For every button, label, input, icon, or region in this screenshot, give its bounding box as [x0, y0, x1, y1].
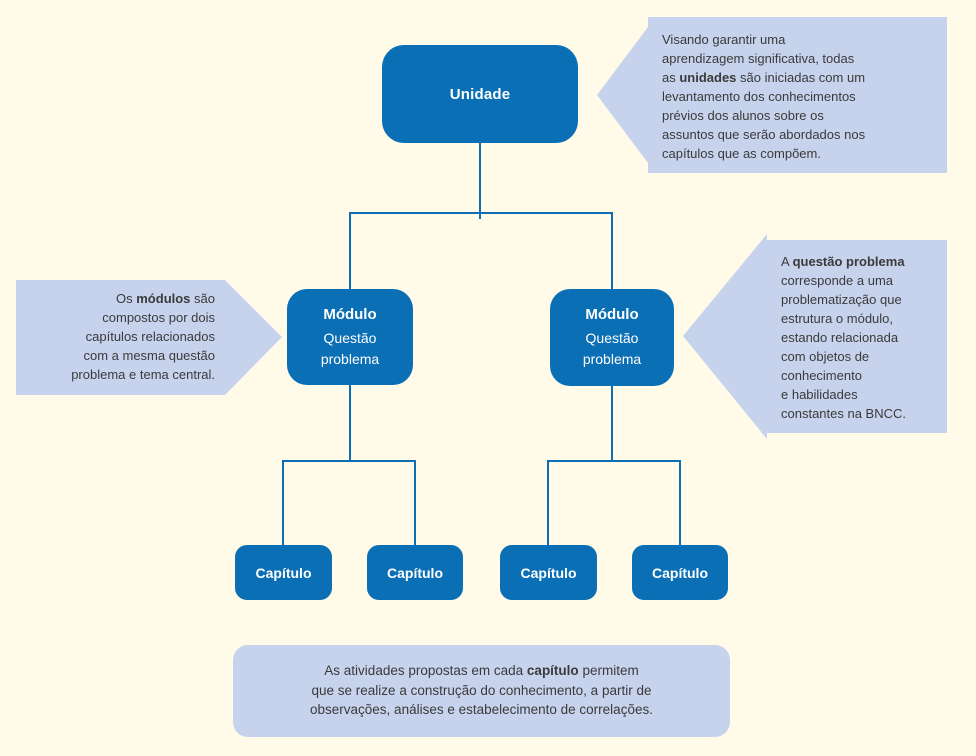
callout-text-line: constantes na BNCC.	[781, 406, 907, 421]
capitulo-node-1: Capítulo	[235, 545, 332, 600]
callout-text-line: Os módulos são	[116, 291, 215, 306]
callout-text-line: compostos por dois	[102, 310, 215, 325]
connector-modulo-left-trunk	[349, 385, 351, 462]
capitulo-node-2: Capítulo	[367, 545, 463, 600]
connector-unidade-trunk	[479, 143, 481, 219]
capitulo-label: Capítulo	[387, 564, 443, 581]
callout-text-line: A questão problema	[781, 254, 905, 269]
connector-modulo-left-crossbar	[282, 460, 416, 462]
callout-unidades-body: Visando garantir uma aprendizagem signifi…	[648, 17, 947, 173]
callout-text-line: prévios dos alunos sobre os	[662, 108, 824, 123]
connector-modulo-right-crossbar	[547, 460, 681, 462]
callout-text-line: estando relacionada	[781, 330, 899, 345]
callout-questao-problema-body: A questão problema corresponde a uma probl…	[767, 240, 947, 433]
callout-text-line: com a mesma questão	[83, 348, 215, 363]
callout-modulos-pointer-icon	[225, 280, 282, 395]
callout-text-line: conhecimento	[781, 368, 862, 383]
connector-to-capitulo-2	[414, 460, 416, 546]
callout-text-line: e habilidades	[781, 387, 858, 402]
callout-text-line: as unidades são iniciadas com um	[662, 70, 866, 85]
callout-text-line: capítulos que as compõem.	[662, 146, 821, 161]
connector-to-capitulo-4	[679, 460, 681, 546]
callout-text-line: com objetos de	[781, 349, 870, 364]
callout-text-line: levantamento dos conhecimentos	[662, 89, 856, 104]
callout-text-line: capítulos relacionados	[85, 329, 215, 344]
connector-unidade-crossbar	[349, 212, 612, 214]
connector-to-capitulo-1	[282, 460, 284, 546]
callout-text-line: assuntos que serão abordados nos	[662, 127, 866, 142]
unidade-label: Unidade	[449, 85, 511, 103]
callout-capitulo-note: As atividades propostas em cada capítulo…	[233, 645, 730, 737]
callout-text-line: estrutura o módulo,	[781, 311, 894, 326]
callout-text-line: Visando garantir uma	[662, 32, 786, 47]
modulo-right-node: Módulo Questão problema	[550, 289, 674, 386]
callout-text-line: problema e tema central.	[71, 367, 215, 382]
capitulo-label: Capítulo	[652, 564, 708, 581]
callout-text-line: aprendizagem significativa, todas	[662, 51, 855, 66]
callout-text-line: observações, análises e estabelecimento …	[310, 702, 653, 717]
callout-text-line: As atividades propostas em cada capítulo…	[324, 663, 639, 678]
modulo-right-title: Módulo	[585, 306, 639, 323]
capitulo-label: Capítulo	[520, 564, 577, 581]
modulo-right-subtitle: Questão problema	[582, 330, 642, 367]
connector-to-capitulo-3	[547, 460, 549, 546]
callout-text-line: corresponde a uma	[781, 273, 894, 288]
modulo-left-node: Módulo Questão problema	[287, 289, 413, 385]
modulo-left-title: Módulo	[323, 305, 377, 323]
callout-text-line: que se realize a construção do conhecime…	[311, 682, 652, 698]
connector-modulo-right-trunk	[611, 385, 613, 462]
callout-unidades-pointer-icon	[597, 27, 648, 163]
unidade-node: Unidade	[382, 45, 578, 143]
callout-questao-problema-pointer-icon	[683, 234, 767, 439]
capitulo-label: Capítulo	[255, 564, 312, 581]
callout-modulos-body: Os módulos são compostos por dois capítulo…	[16, 280, 225, 395]
capitulo-node-3: Capítulo	[500, 545, 597, 600]
modulo-left-subtitle: Questão problema	[320, 329, 380, 367]
callout-text-line: problematização que	[781, 292, 902, 307]
capitulo-node-4: Capítulo	[632, 545, 728, 600]
connector-to-modulo-right	[611, 212, 613, 290]
connector-to-modulo-left	[349, 212, 351, 290]
